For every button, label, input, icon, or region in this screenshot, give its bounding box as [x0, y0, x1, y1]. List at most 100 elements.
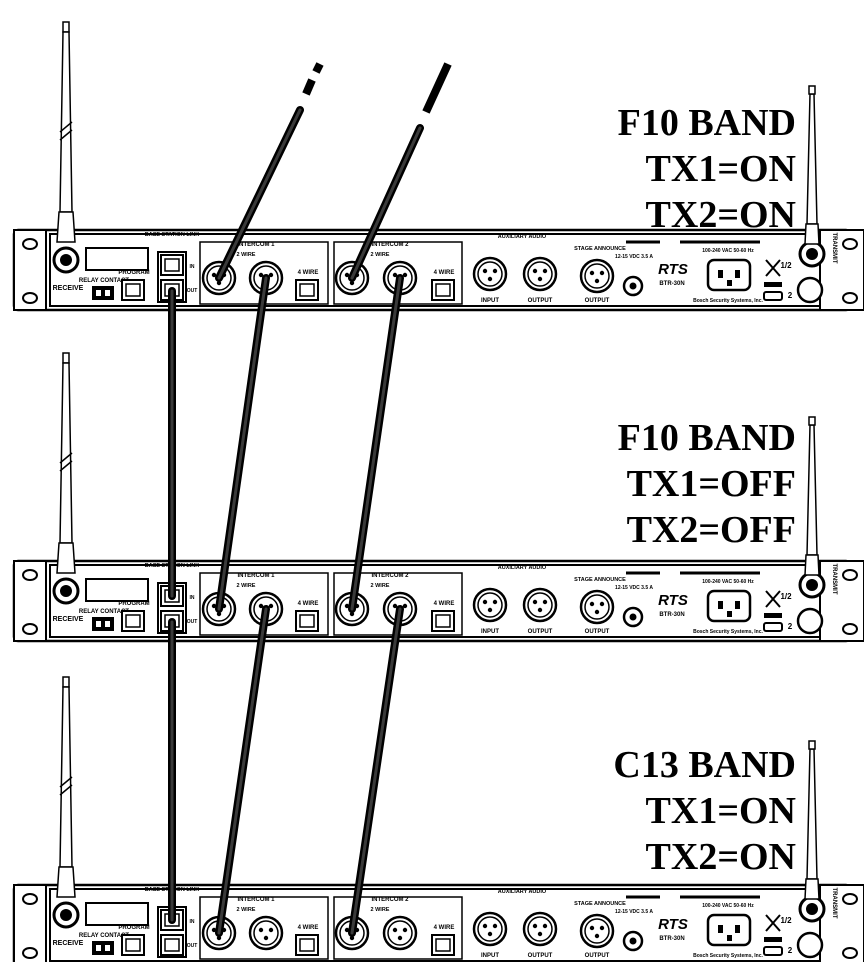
tx2-state: TX2=ON	[576, 834, 796, 880]
maker-label: Bosch Security Systems, Inc.	[693, 298, 763, 304]
rts-logo: RTS	[658, 261, 688, 278]
rack-hole	[843, 293, 857, 303]
ac-pin	[735, 925, 740, 933]
receive-label: RECEIVE	[53, 616, 84, 623]
stage-announce-connector-icon	[581, 260, 613, 292]
rack-hole	[23, 293, 37, 303]
link-out-label: OUT	[187, 619, 198, 625]
model-label: BTR-30N	[659, 936, 684, 942]
rack-hole	[843, 624, 857, 634]
relay-pin	[96, 945, 101, 951]
intercom1-4wire-port-icon	[296, 280, 318, 300]
link-in-label: IN	[190, 264, 195, 270]
base-station-link-label: BASE STATION LINK	[145, 232, 200, 238]
intercom1-label: INTERCOM 1	[237, 573, 275, 579]
ac-input-label: 100-240 VAC 50-60 Hz	[702, 579, 754, 585]
tx1-state: TX1=ON	[576, 146, 796, 192]
ac-pin	[735, 601, 740, 609]
rack-hole	[23, 239, 37, 249]
auxiliary-audio-label: AUXILIARY AUDIO	[498, 889, 547, 895]
intercom2-4wire-port-icon	[432, 280, 454, 300]
intercom1-xlr-male-icon	[250, 917, 282, 949]
intercom1-2wire-label: 2 WIRE	[237, 907, 256, 913]
intercom2-4wire-port-icon	[432, 935, 454, 955]
aux-input-label: INPUT	[481, 629, 499, 635]
intercom2-label: INTERCOM 2	[371, 897, 409, 903]
relay-pin	[105, 290, 110, 296]
intercom2-4wire-port-icon	[432, 611, 454, 631]
dc-input-label: 12-15 VDC 3.5 A	[615, 254, 653, 260]
receive-antenna-rod-icon	[57, 677, 75, 897]
program-label: PROGRAM	[118, 270, 149, 276]
display-window	[86, 248, 148, 270]
aux-output-connector-icon	[524, 913, 556, 945]
tx2-label: 2	[788, 291, 793, 300]
intercom2-4wire-label: 4 WIRE	[434, 925, 455, 931]
intercom1-label: INTERCOM 1	[237, 242, 275, 248]
receive-antenna-icon	[54, 903, 78, 927]
ac-pin	[718, 270, 723, 278]
rack-hole	[23, 948, 37, 958]
stage-announce-output-label: OUTPUT	[585, 629, 610, 635]
intercom2-2wire-label: 2 WIRE	[371, 252, 390, 258]
weee-bar	[764, 282, 782, 287]
intercom1-4wire-port-icon	[296, 611, 318, 631]
intercom1-4wire-label: 4 WIRE	[298, 925, 319, 931]
transmit-antenna-rod-icon	[805, 417, 819, 575]
cable-break-1b	[316, 64, 320, 72]
band-label-1: F10 BAND TX1=ON TX2=ON	[576, 100, 796, 238]
intercom2-4wire-label: 4 WIRE	[434, 601, 455, 607]
intercom2-2wire-label: 2 WIRE	[371, 583, 390, 589]
band-name: C13 BAND	[576, 742, 796, 788]
usb-port-icon	[764, 292, 782, 300]
transmit-antenna-rod-icon	[805, 741, 819, 899]
aux-input-label: INPUT	[481, 298, 499, 304]
relay-pin	[105, 945, 110, 951]
model-label: BTR-30N	[659, 612, 684, 618]
auxiliary-audio-label: AUXILIARY AUDIO	[498, 234, 547, 240]
aux-output-label: OUTPUT	[528, 953, 553, 959]
cable-break-2	[426, 64, 448, 112]
rts-logo: RTS	[658, 592, 688, 609]
display-window	[86, 903, 148, 925]
band-name: F10 BAND	[576, 415, 796, 461]
program-label: PROGRAM	[118, 925, 149, 931]
dc-jack-pin	[630, 283, 637, 290]
intercom2-label: INTERCOM 2	[371, 242, 409, 248]
aux-output-label: OUTPUT	[528, 629, 553, 635]
cables	[172, 64, 448, 933]
stage-announce-label: STAGE ANNOUNCE	[574, 246, 626, 252]
ac-pin	[727, 611, 732, 617]
transmit-antenna-rod-icon	[805, 86, 819, 244]
dc-input-label: 12-15 VDC 3.5 A	[615, 909, 653, 915]
intercom2-xlr-male-icon	[384, 917, 416, 949]
rts-logo: RTS	[658, 916, 688, 933]
weee-bar	[764, 937, 782, 942]
aux-input-connector-icon	[474, 589, 506, 621]
dc-input-label: 12-15 VDC 3.5 A	[615, 585, 653, 591]
tx12-label: 1/2	[780, 261, 792, 270]
band-label-2: F10 BAND TX1=OFF TX2=OFF	[576, 415, 796, 553]
band-label-3: C13 BAND TX1=ON TX2=ON	[576, 742, 796, 880]
aux-output-connector-icon	[524, 589, 556, 621]
intercom2-2wire-label: 2 WIRE	[371, 907, 390, 913]
auxiliary-audio-label: AUXILIARY AUDIO	[498, 565, 547, 571]
stage-announce-label: STAGE ANNOUNCE	[574, 901, 626, 907]
intercom1-4wire-port-icon	[296, 935, 318, 955]
rack-hole	[23, 570, 37, 580]
tx12-label: 1/2	[780, 916, 792, 925]
tx2-label: 2	[788, 622, 793, 631]
aux-output-label: OUTPUT	[528, 298, 553, 304]
rack-hole	[843, 948, 857, 958]
ac-pin	[718, 925, 723, 933]
tx2-state: TX2=ON	[576, 192, 796, 238]
band-name: F10 BAND	[576, 100, 796, 146]
receive-antenna-icon	[54, 248, 78, 272]
rack-hole	[23, 894, 37, 904]
tx2-state: TX2=OFF	[576, 507, 796, 553]
cable-break-1	[306, 80, 312, 94]
display-window	[86, 579, 148, 601]
rack-ear-right	[820, 885, 864, 962]
stage-announce-connector-icon	[581, 591, 613, 623]
link-in-label: IN	[190, 595, 195, 601]
